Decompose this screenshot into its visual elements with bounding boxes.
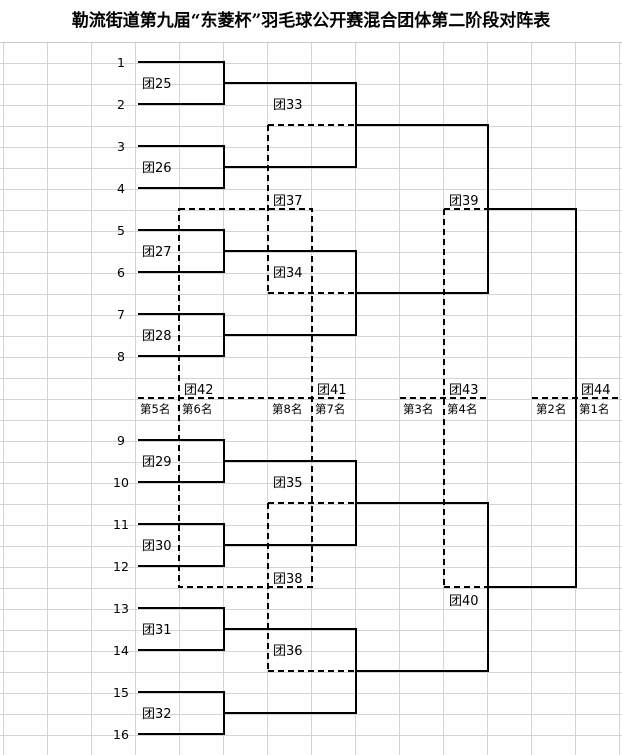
placement-lines xyxy=(178,124,488,672)
team-label-39: 团39 xyxy=(449,194,479,209)
team-label-32: 团32 xyxy=(142,707,172,722)
team-label-42: 团42 xyxy=(184,383,214,398)
team-label-28: 团28 xyxy=(142,329,172,344)
rank-label-4: 第4名 xyxy=(447,402,477,416)
rank-label-8: 第8名 xyxy=(272,402,302,416)
rank-label-5: 第5名 xyxy=(140,402,170,416)
rank-label-6: 第6名 xyxy=(182,402,212,416)
rank-label-2: 第2名 xyxy=(536,402,566,416)
team-labels: 团25 团26 团27 团28 团29 团30 团31 团32 团33 团34 … xyxy=(142,77,611,722)
team-label-34: 团34 xyxy=(273,266,303,281)
rank-label-1: 第1名 xyxy=(579,402,609,416)
team-label-43: 团43 xyxy=(449,383,479,398)
rank-label-7: 第7名 xyxy=(315,402,345,416)
team-label-27: 团27 xyxy=(142,245,172,260)
rank-label-3: 第3名 xyxy=(403,402,433,416)
slot-number: 13 xyxy=(113,601,129,616)
slot-number: 8 xyxy=(117,349,125,364)
team-label-30: 团30 xyxy=(142,539,172,554)
slot-number: 4 xyxy=(117,181,125,196)
slot-number: 5 xyxy=(117,223,125,238)
slot-number: 14 xyxy=(113,643,129,658)
slot-number: 1 xyxy=(117,55,125,70)
slot-number: 7 xyxy=(117,307,125,322)
team-label-29: 团29 xyxy=(142,455,172,470)
slot-number: 3 xyxy=(117,139,125,154)
rank-labels: 第5名 第6名 第8名 第7名 第3名 第4名 第2名 第1名 xyxy=(140,402,609,416)
team-label-35: 团35 xyxy=(273,476,303,491)
team-label-44: 团44 xyxy=(581,383,611,398)
slot-numbers: 1 2 3 4 5 6 7 8 9 10 11 12 13 14 15 16 xyxy=(113,55,129,742)
slot-number: 6 xyxy=(117,265,125,280)
team-label-25: 团25 xyxy=(142,77,172,92)
team-label-38: 团38 xyxy=(273,572,303,587)
slot-number: 16 xyxy=(113,727,129,742)
team-label-36: 团36 xyxy=(273,644,303,659)
team-label-41: 团41 xyxy=(317,383,347,398)
slot-number: 12 xyxy=(113,559,129,574)
team-label-40: 团40 xyxy=(449,594,479,609)
team-label-31: 团31 xyxy=(142,623,172,638)
slot-number: 2 xyxy=(117,97,125,112)
team-label-37: 团37 xyxy=(273,194,303,209)
team-label-26: 团26 xyxy=(142,161,172,176)
page-title: 勒流街道第九届“东菱杯”羽毛球公开赛混合团体第二阶段对阵表 xyxy=(0,0,622,43)
team-label-33: 团33 xyxy=(273,98,303,113)
slot-number: 11 xyxy=(113,517,129,532)
slot-number: 9 xyxy=(117,433,125,448)
slot-number: 10 xyxy=(113,475,129,490)
slot-number: 15 xyxy=(113,685,129,700)
